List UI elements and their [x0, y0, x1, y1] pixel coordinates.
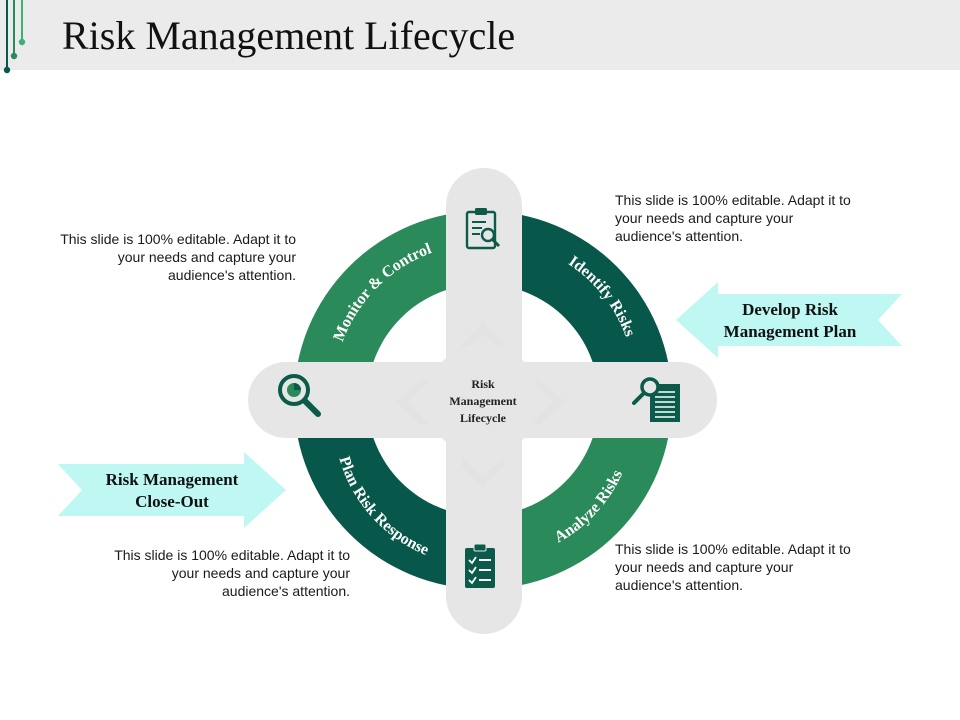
segment-monitor-control — [294, 211, 483, 400]
description-top-left: This slide is 100% editable. Adapt it to… — [60, 231, 296, 283]
description-top-right: This slide is 100% editable. Adapt it to… — [615, 192, 851, 244]
chevron-down-icon — [462, 457, 504, 488]
document-search-icon — [632, 377, 680, 422]
develop-plan-label: Develop Risk Management Plan — [706, 299, 874, 343]
clipboard-search-icon — [465, 208, 501, 250]
chevron-right-icon — [530, 380, 566, 424]
title-bar — [0, 0, 960, 70]
checklist-icon — [465, 543, 495, 588]
develop-plan-arrow — [676, 282, 902, 358]
magnifier-chart-icon — [278, 374, 321, 417]
circuit-lines-decoration — [3, 0, 26, 74]
closeout-label: Risk Management Close-Out — [84, 469, 260, 513]
closeout-label-line1: Risk Management — [105, 470, 239, 489]
slide-title: Risk Management Lifecycle — [62, 13, 516, 58]
description-bottom-left: This slide is 100% editable. Adapt it to… — [114, 547, 350, 599]
chevron-left-icon — [396, 380, 430, 424]
segment-plan-risk-response — [294, 400, 483, 589]
description-bottom-right: This slide is 100% editable. Adapt it to… — [615, 541, 851, 593]
center-label: Risk Management Lifecycle — [437, 376, 529, 427]
center-label-line1: Risk — [471, 377, 495, 391]
chevron-up-icon — [462, 322, 504, 353]
center-hub — [427, 344, 539, 456]
center-label-line3: Lifecycle — [460, 411, 506, 425]
develop-plan-label-line2: Management Plan — [723, 322, 857, 341]
develop-plan-label-line1: Develop Risk — [742, 300, 838, 319]
segment-identify-risks — [483, 211, 672, 400]
segment-analyze-risks — [483, 400, 672, 589]
closeout-arrow — [58, 452, 286, 528]
closeout-label-line2: Close-Out — [135, 492, 209, 511]
center-label-line2: Management — [449, 394, 517, 408]
